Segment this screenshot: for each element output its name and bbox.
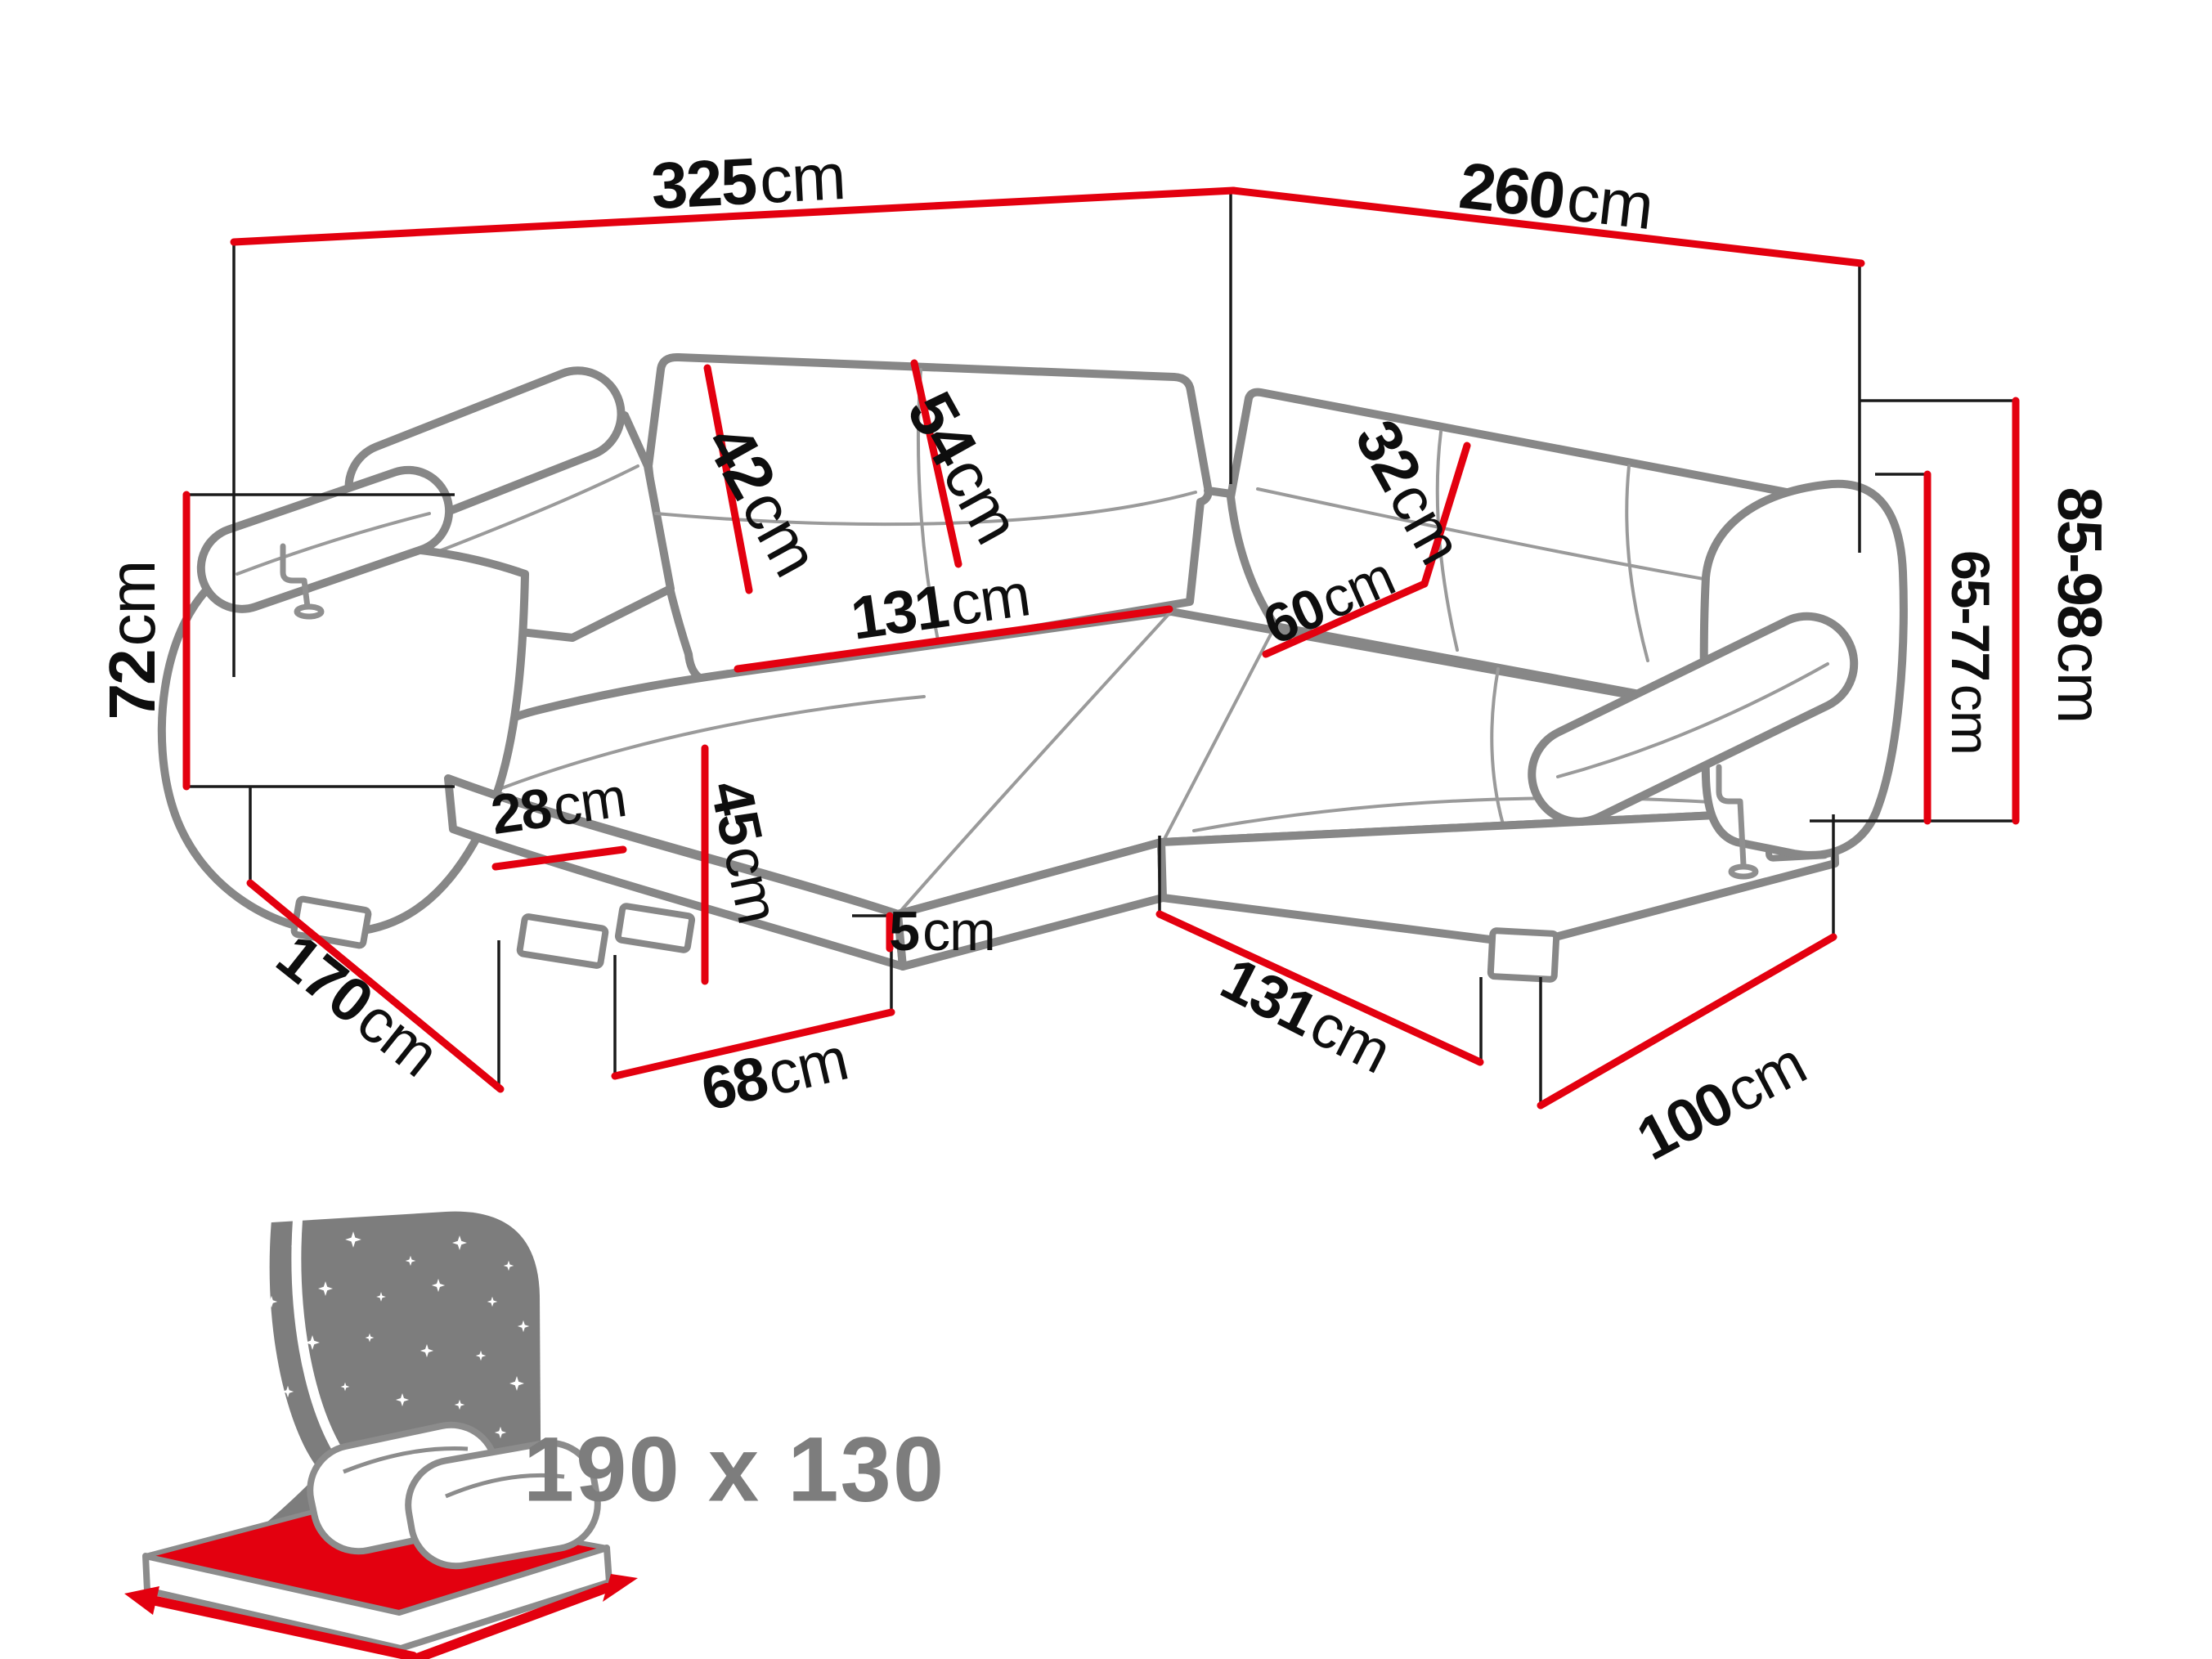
armrest-roll-right-seam [1556,662,1829,778]
dim-line-28 [491,845,627,871]
sofa-bed-icon [124,1211,638,1659]
dim-armrest-height-range-value: 65-77 [1941,550,2001,680]
bed-pillows [307,1421,601,1570]
dim-line-60 [1262,580,1429,658]
dim-line-54 [910,359,962,568]
bed-stars [238,1231,530,1439]
headrest-pin-right [1716,764,1747,868]
dim-seat-height-value: 45 [697,775,774,850]
armrest-roll-left [196,465,454,613]
dim-armrest-height-range: 65-77cm [1941,550,2001,755]
dim-line-170 [246,879,505,1093]
dimension-lines [182,186,2020,1110]
dim-overall-width: 325cm [649,140,846,222]
dim-overall-depth-value: 260 [1456,148,1568,233]
backrest-seam-vertical-left [916,368,940,646]
dim-overall-width-value: 325 [649,144,758,223]
sleeping-area-label: 190 x 130 [523,1418,946,1521]
headrest-pin-right-foot [1728,863,1759,880]
dim-line-325 [230,186,1237,246]
dim-backrest-height-value: 72 [96,650,168,720]
seat-seam-corner [1163,626,1276,841]
dim-overall-width-unit: cm [757,139,847,217]
headrest-pin-left-foot [294,603,325,620]
backrest-notch-edge [1204,486,1235,498]
dim-line-42 [703,364,753,594]
dim-armrest-height-range-unit: cm [1941,684,2001,755]
sofa-drawing [157,352,1908,983]
bed-arrow-right-shaft [412,1583,612,1659]
bed-arrow-left-head [124,1586,159,1615]
armrest-roll-right [1528,612,1859,826]
dim-leg-height: 5cm [889,900,996,962]
leg-chaise-2 [614,903,696,953]
dim-armrest-width-unit: cm [549,765,630,838]
dimension-helper-lines [185,191,2016,1107]
bed-arrow-left-shaft [151,1596,418,1659]
armrest-roll-left-seam [236,512,431,576]
bed-arrow-right-head [603,1574,638,1602]
bed-pillow-left-fold [343,1446,469,1474]
bed-pillow-right-fold [445,1473,565,1499]
dim-line-131-front [1155,910,1484,1066]
dim-backrest-height: 72cm [96,561,168,720]
dim-overall-depth-unit: cm [1563,160,1657,244]
headrest-pin-left [280,543,311,610]
dim-total-height-range-value: 85-98 [2044,486,2114,639]
dim-line-32 [1420,442,1471,588]
dim-line-68 [611,1008,895,1080]
dim-seat-length-value: 131 [846,572,952,652]
dim-total-height-range-unit: cm [2044,642,2114,724]
leg-corner [1487,927,1560,983]
leg-chaise-1 [516,913,609,969]
dim-leg-height-unit: cm [922,900,996,962]
seat-seam-chaise-edge [896,610,1173,916]
dim-line-131-seat [734,605,1173,673]
bed-curtain-swoosh [204,1220,321,1565]
dim-line-100 [1537,933,1837,1110]
bed-size-arrows [124,1574,638,1659]
seat-seam-chaise-cushion [477,695,926,799]
dim-seat-length-unit: cm [945,560,1034,639]
dim-total-height-range: 85-98cm [2044,487,2114,724]
dim-leg-height-value: 5 [889,900,920,962]
dim-backrest-height-unit: cm [96,560,168,647]
seat-seam-right-divide [1490,667,1505,826]
dim-line-260 [1229,186,1865,267]
dim-armrest-width-value: 28 [487,776,554,847]
